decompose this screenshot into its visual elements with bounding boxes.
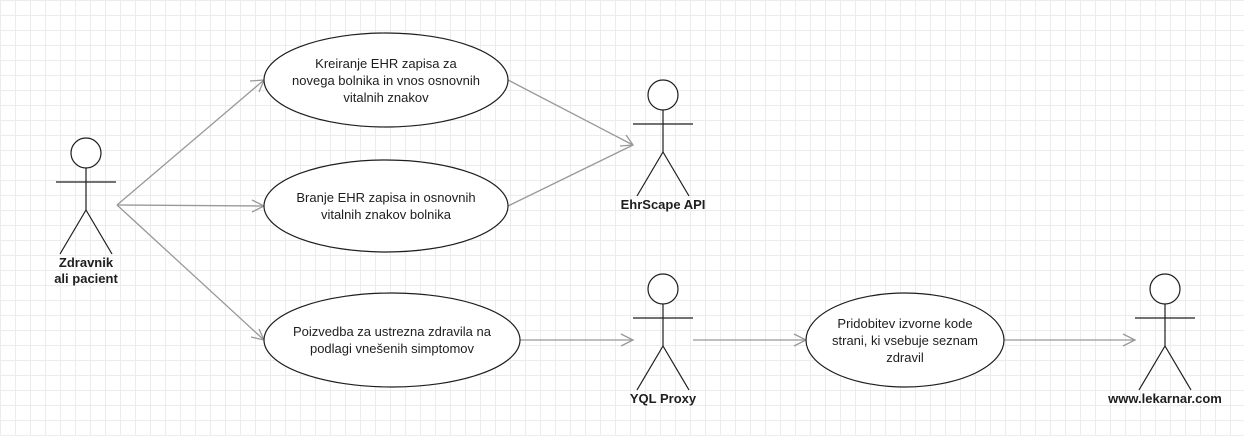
use-case-fetch-ellipse[interactable] xyxy=(805,292,1005,388)
use-case-create-ellipse[interactable] xyxy=(263,32,509,128)
arrowhead-fetch-lekarnar xyxy=(1122,333,1137,347)
connector-user-read xyxy=(116,204,265,207)
actor-lekarnar-figure[interactable] xyxy=(1135,273,1195,391)
use-case-read-ellipse[interactable] xyxy=(263,159,509,253)
actor-user-figure[interactable] xyxy=(56,137,116,255)
actor-user-label: Zdravnik ali pacient xyxy=(54,255,118,286)
connector-create-ehrscape xyxy=(507,79,634,146)
connector-read-ehrscape xyxy=(507,144,634,207)
use-case-create-label: Kreiranje EHR zapisa za novega bolnika i… xyxy=(292,55,480,105)
actor-yql-label: YQL Proxy xyxy=(629,391,697,406)
use-case-read-label: Branje EHR zapisa in osnovnih vitalnih z… xyxy=(296,190,476,222)
connector-user-create xyxy=(116,79,265,206)
actor-yql-figure[interactable] xyxy=(633,273,693,391)
use-case-fetch-label: Pridobitev izvorne kode strani, ki vsebu… xyxy=(832,315,978,365)
actor-ehrscape-figure[interactable] xyxy=(633,79,693,197)
actor-ehrscape-label: EhrScape API xyxy=(620,197,706,212)
actor-lekarnar-label: www.lekarnar.com xyxy=(1108,391,1222,406)
use-case-query-label: Poizvedba za ustrezna zdravila na podlag… xyxy=(292,324,491,356)
use-case-query-ellipse[interactable] xyxy=(263,292,521,388)
arrowhead-query-yql xyxy=(620,333,635,347)
connector-user-query xyxy=(116,204,265,341)
